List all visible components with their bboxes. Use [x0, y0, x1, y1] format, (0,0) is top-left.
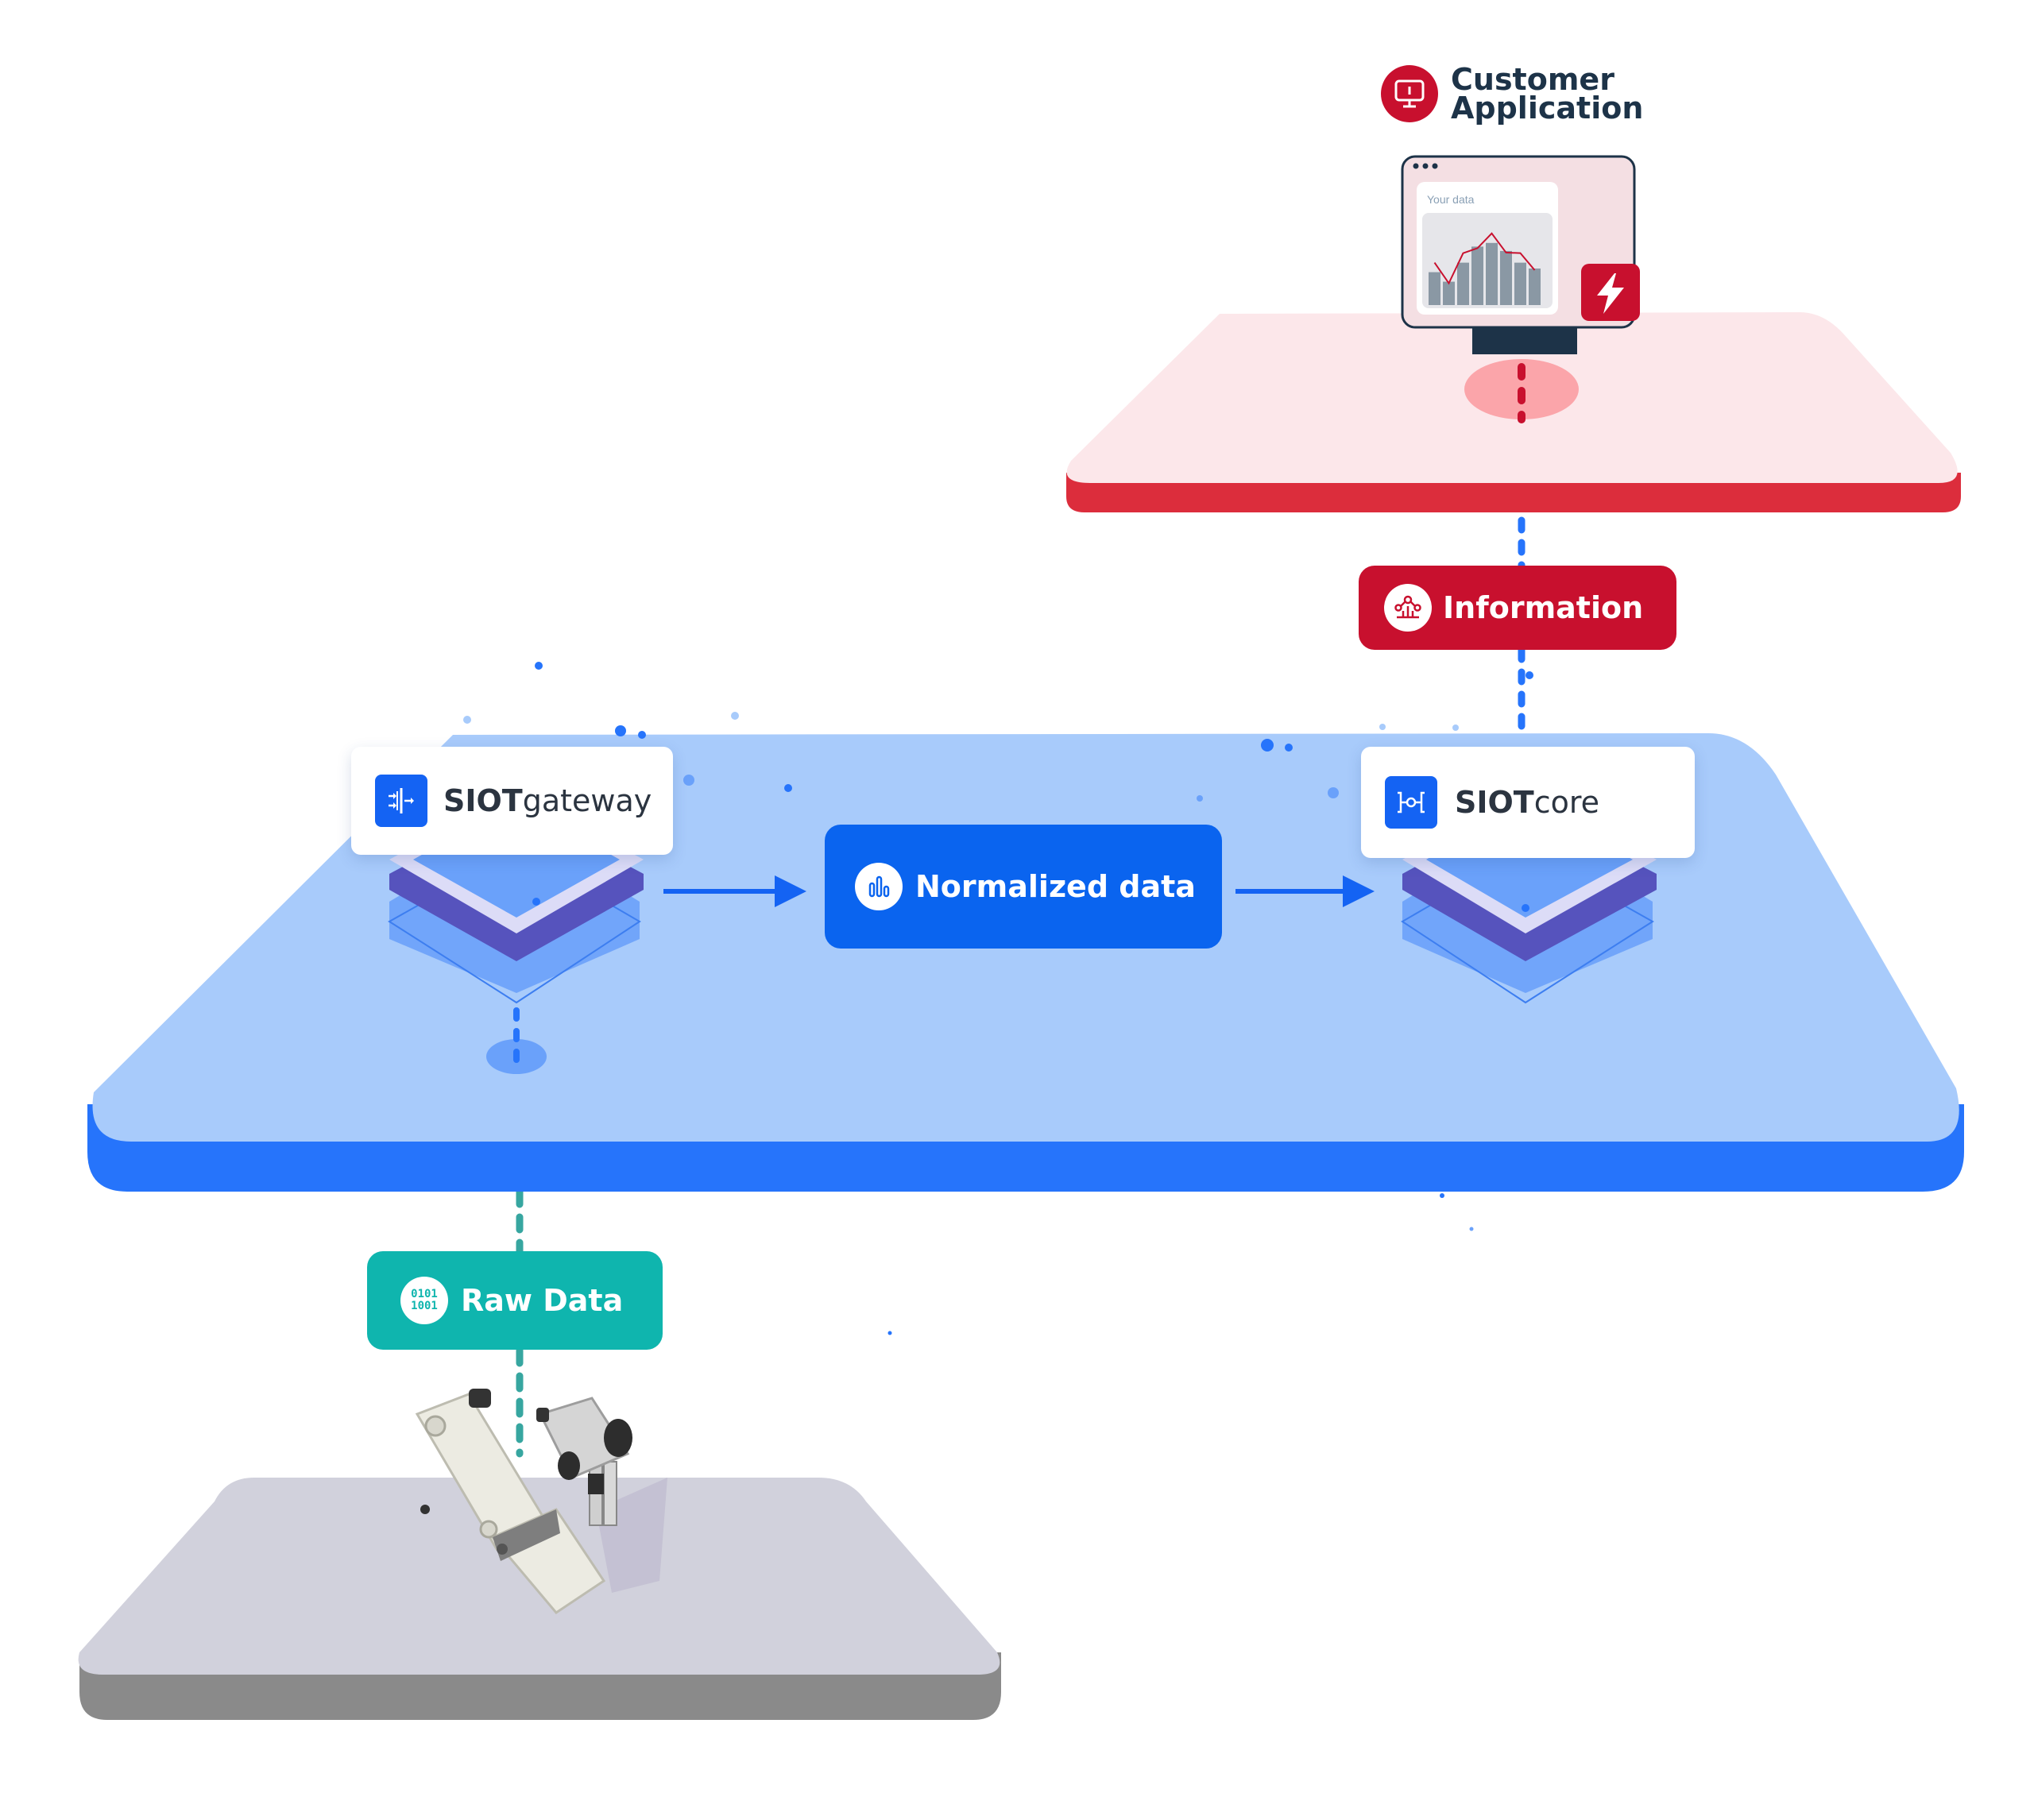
- binary-icon: 0101 1001: [400, 1277, 448, 1324]
- monitor-bar: [1443, 281, 1455, 305]
- monitor-bar: [1486, 242, 1498, 305]
- binary-icon-line1: 0101: [411, 1288, 438, 1300]
- arrow-normalized-to-core: [1235, 875, 1375, 907]
- gateway-icon: [375, 775, 427, 827]
- monitor-chart: [1429, 232, 1541, 305]
- monitor-trend-line: [1433, 232, 1536, 285]
- monitor-bar: [1429, 272, 1440, 305]
- core-brand: SIOT: [1455, 785, 1534, 820]
- lightning-icon: [1597, 273, 1624, 314]
- customer-application-heading: Customer Application: [1381, 62, 1644, 126]
- core-suffix: core: [1533, 785, 1600, 820]
- information-label: Information: [1359, 566, 1676, 650]
- monitor-bar: [1514, 262, 1526, 305]
- arrow-gateway-to-normalized: [663, 875, 806, 907]
- binary-icon-line2: 1001: [411, 1300, 438, 1312]
- monitor-bar: [1500, 250, 1512, 305]
- bar-chart-icon: [855, 863, 903, 910]
- information-text: Information: [1443, 590, 1644, 625]
- raw-data-label: 0101 1001 Raw Data: [367, 1251, 663, 1350]
- raw-data-text: Raw Data: [461, 1283, 624, 1318]
- monitor-caption: Your data: [1427, 193, 1475, 206]
- monitor-illustration: Your data: [1401, 155, 1640, 354]
- siot-core-card: SIOTcore: [1361, 747, 1695, 858]
- siot-gateway-card: SIOTgateway: [351, 747, 673, 855]
- customer-application-line1: Customer: [1451, 62, 1614, 97]
- customer-application-line2: Application: [1451, 91, 1644, 126]
- normalized-data-label: Normalized data: [825, 825, 1222, 949]
- network-icon: [1384, 584, 1432, 632]
- core-icon: [1385, 776, 1437, 829]
- normalized-data-text: Normalized data: [915, 869, 1196, 904]
- machine-illustration: [415, 1389, 667, 1614]
- customer-application-icon: [1381, 65, 1438, 122]
- monitor-bar: [1471, 246, 1483, 305]
- gateway-brand: SIOT: [443, 783, 523, 818]
- particle-dots: [463, 662, 1533, 1335]
- monitor-bar: [1457, 262, 1469, 305]
- gateway-suffix: gateway: [522, 783, 652, 818]
- monitor-bar: [1529, 269, 1541, 305]
